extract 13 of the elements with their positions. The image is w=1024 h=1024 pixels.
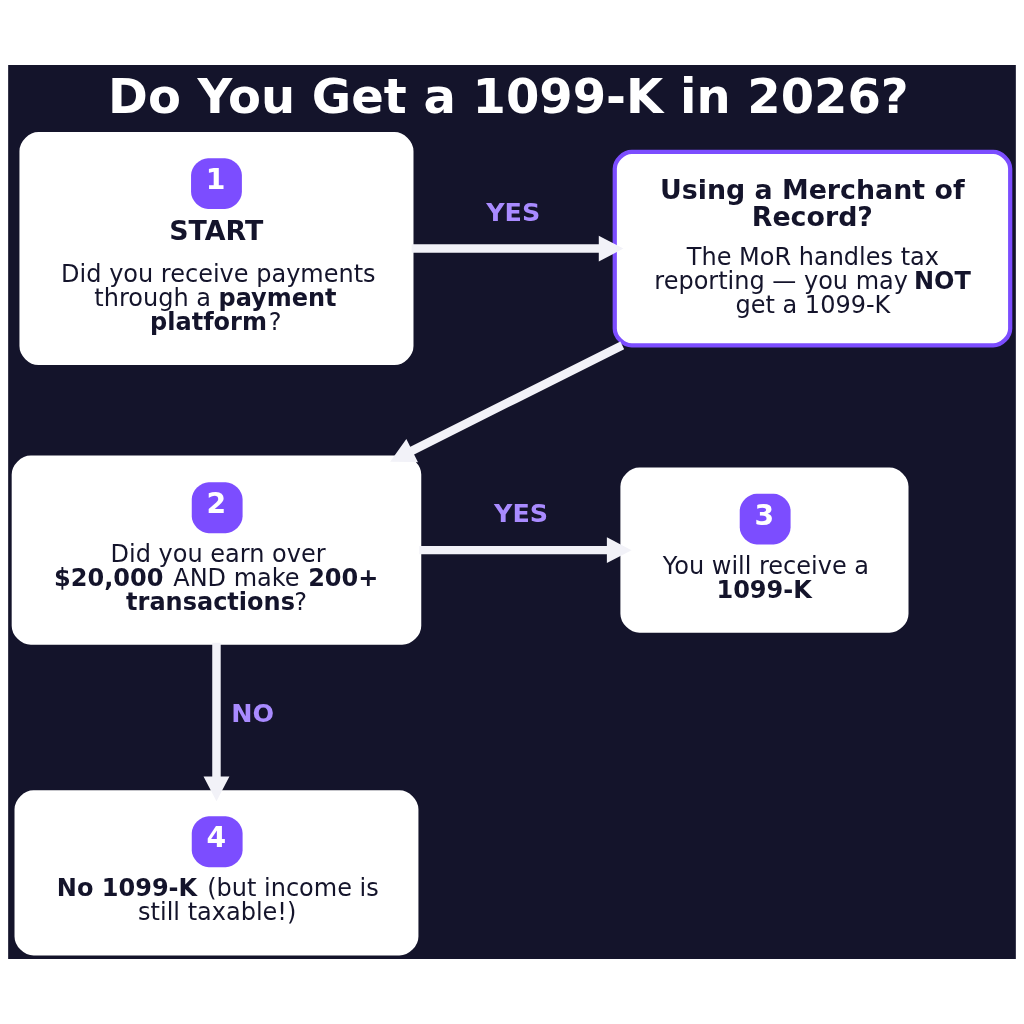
edge-label: NO [231,698,275,729]
diagram-title: Do You Get a 1099-K in 2026? [108,68,909,125]
node-box: 2 Did you earn over $20,000 AND make 200+ transactions? [11,455,422,645]
arrow [419,537,632,564]
node-box: 4 No 1099-K (but income is still taxable!) [14,790,419,956]
node-box: 1 START Did you receive payments through a payment platform? [19,132,414,366]
edge-label: YES [493,498,549,529]
node-box: 3 You will receive a 1099-K [620,467,909,633]
arrow [411,235,624,262]
edge-label: YES [486,196,541,227]
arrow [390,341,625,463]
arrow [203,642,230,802]
node-box: Using a Merchant of Record? The MoR handles tax reporting — you may NOT get a 1099-K [612,149,1013,348]
